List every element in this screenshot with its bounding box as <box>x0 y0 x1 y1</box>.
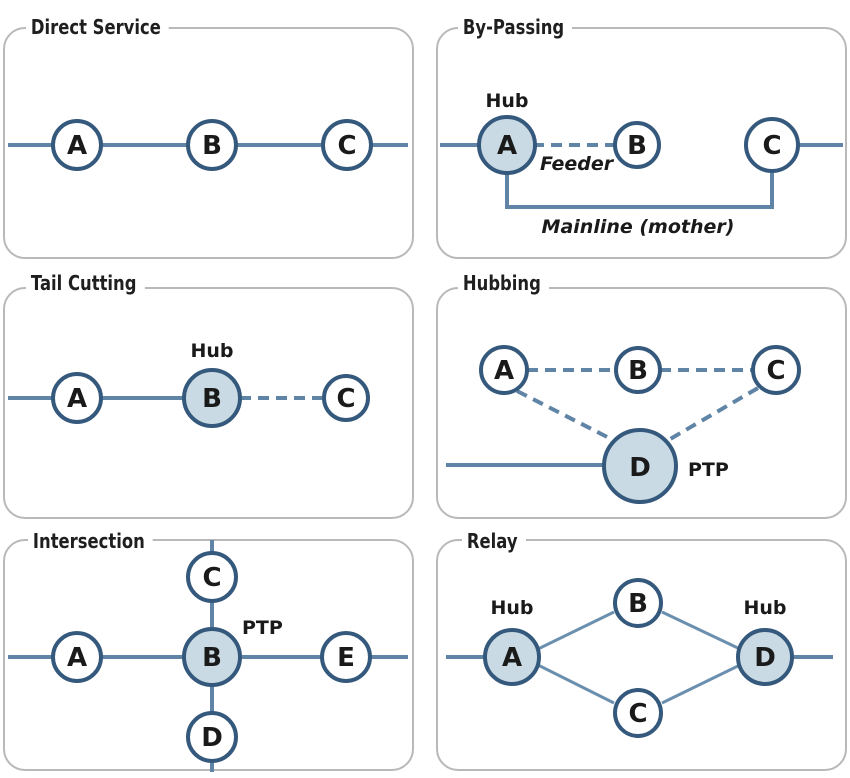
panel-title-tail-cutting: Tail Cutting <box>26 270 145 296</box>
svg-text:B: B <box>202 643 222 673</box>
svg-text:D: D <box>629 453 651 483</box>
node-b: B <box>186 119 238 171</box>
svg-text:B: B <box>628 589 648 619</box>
svg-text:C: C <box>628 699 647 729</box>
node-b: B <box>613 121 661 169</box>
node-c: C <box>321 119 373 171</box>
dash-c-d <box>663 386 760 444</box>
svg-text:B: B <box>202 131 222 161</box>
node-a: A <box>51 119 103 171</box>
tail-cutting-diagram: A B C Hub <box>8 340 370 428</box>
svg-text:A: A <box>67 131 87 161</box>
panel-title-by-passing: By-Passing <box>458 14 573 40</box>
hub-label-d: Hub <box>743 597 786 619</box>
link-c-d <box>661 663 741 705</box>
node-c: C <box>751 345 801 395</box>
node-c: C <box>744 117 800 173</box>
svg-text:B: B <box>627 131 647 161</box>
node-a-hub: A <box>477 115 537 175</box>
svg-text:E: E <box>337 643 355 673</box>
panel-title-relay: Relay <box>462 528 526 554</box>
svg-text:A: A <box>67 384 87 414</box>
panel-title-intersection: Intersection <box>28 528 153 554</box>
direct-service-diagram: A B C <box>8 119 408 171</box>
node-b: B <box>614 346 662 394</box>
ptp-label: PTP <box>242 617 283 639</box>
node-d-ptp: D <box>602 428 678 504</box>
svg-text:B: B <box>202 384 222 414</box>
node-a-hub: A <box>483 628 541 686</box>
svg-text:A: A <box>67 643 87 673</box>
hubbing-diagram: A B C D PTP <box>446 345 801 504</box>
svg-text:C: C <box>762 131 781 161</box>
svg-text:C: C <box>766 356 785 386</box>
svg-text:A: A <box>494 356 514 386</box>
node-c: C <box>186 551 238 603</box>
node-b-hub: B <box>182 368 242 428</box>
link-a-c <box>537 663 615 705</box>
hub-label: Hub <box>485 90 528 112</box>
node-a: A <box>51 372 103 424</box>
svg-text:C: C <box>202 563 221 593</box>
node-b-ptp: B <box>182 627 242 687</box>
ptp-label: PTP <box>688 459 729 481</box>
node-c: C <box>322 374 370 422</box>
svg-text:A: A <box>502 643 522 673</box>
node-b: B <box>613 578 663 628</box>
svg-text:C: C <box>336 384 355 414</box>
by-passing-diagram: A B C Hub Feeder Mainline (mother) <box>440 90 843 238</box>
node-a: A <box>479 345 529 395</box>
link-a-b <box>537 610 615 651</box>
hub-label-a: Hub <box>490 597 533 619</box>
node-d-hub: D <box>736 628 794 686</box>
hub-label: Hub <box>190 340 233 362</box>
node-d: D <box>186 711 238 763</box>
node-a: A <box>51 631 103 683</box>
dash-a-d <box>516 389 618 444</box>
link-b-d <box>661 610 741 651</box>
node-e: E <box>320 631 372 683</box>
svg-text:D: D <box>201 723 223 753</box>
svg-text:A: A <box>497 131 517 161</box>
relay-diagram: A B C D Hub Hub <box>446 578 833 738</box>
mainline-label: Mainline (mother) <box>542 216 735 238</box>
mainline-route <box>505 170 774 209</box>
panel-title-hubbing: Hubbing <box>458 270 550 296</box>
svg-text:B: B <box>628 356 648 386</box>
panel-title-direct-service: Direct Service <box>26 14 170 40</box>
svg-text:D: D <box>754 643 776 673</box>
svg-text:C: C <box>337 131 356 161</box>
intersection-diagram: A C B D E PTP <box>8 540 408 772</box>
node-c: C <box>613 688 663 738</box>
feeder-label: Feeder <box>540 153 615 175</box>
